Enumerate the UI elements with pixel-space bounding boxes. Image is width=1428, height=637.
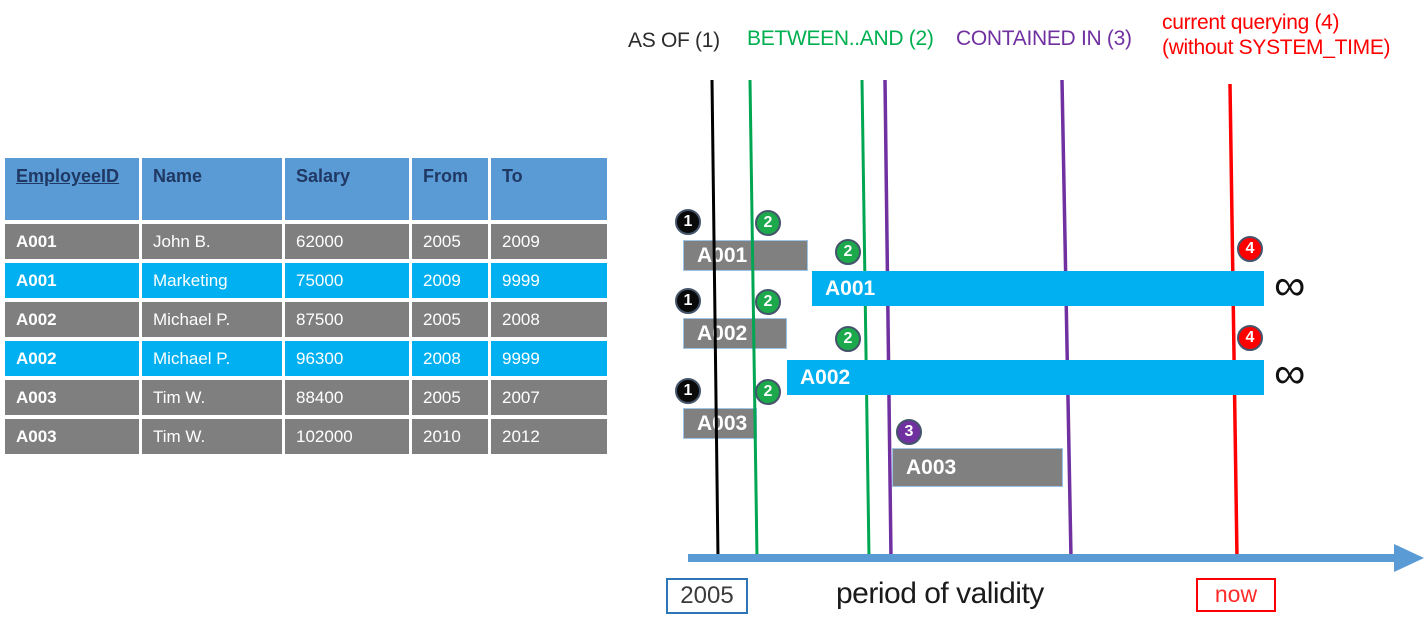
cell-to: 9999: [491, 263, 607, 298]
legend-contained-in: CONTAINED IN (3): [956, 27, 1132, 50]
cell-to: 2007: [491, 380, 607, 415]
cell-name: Tim W.: [142, 380, 282, 415]
table-row: A001 John B. 62000 2005 2009: [5, 224, 607, 259]
column-header-name: Name: [142, 158, 282, 220]
badge-2-icon: 2: [755, 379, 781, 405]
badge-3-icon: 3: [896, 419, 922, 445]
cell-name: Marketing: [142, 263, 282, 298]
bar-label: A003: [697, 411, 748, 435]
badge-4-icon: 4: [1237, 325, 1263, 351]
bar-label: A002: [800, 365, 851, 389]
bar-a002-current: A002: [787, 360, 1264, 395]
table-header-row: EmployeeID Name Salary From To: [5, 158, 607, 220]
column-header-from: From: [412, 158, 488, 220]
now-line: [1228, 83, 1239, 559]
infinity-icon: ∞: [1274, 349, 1306, 398]
bar-a002-history: A002: [683, 318, 787, 349]
table-row-current: A001 Marketing 75000 2009 9999: [5, 263, 607, 298]
cell-from: 2010: [412, 419, 488, 454]
cell-to: 2009: [491, 224, 607, 259]
badge-2-icon: 2: [835, 326, 861, 352]
table-row: A003 Tim W. 102000 2010 2012: [5, 419, 607, 454]
bar-label: A003: [906, 455, 957, 479]
legend-current-querying: current querying (4) (without SYSTEM_TIM…: [1162, 10, 1391, 60]
cell-employeeid: A001: [5, 263, 139, 298]
infinity-icon: ∞: [1274, 261, 1306, 310]
bar-label: A001: [697, 243, 748, 267]
bar-a001-history: A001: [683, 240, 808, 271]
axis-title: period of validity: [836, 577, 1044, 610]
legend-as-of: AS OF (1): [628, 29, 720, 52]
table-row: A003 Tim W. 88400 2005 2007: [5, 380, 607, 415]
table-row-current: A002 Michael P. 96300 2008 9999: [5, 341, 607, 376]
badge-1-icon: 1: [675, 288, 701, 314]
badge-1-icon: 1: [675, 209, 701, 235]
legend-current-querying-line2: (without SYSTEM_TIME): [1162, 36, 1391, 59]
bar-label: A002: [697, 321, 748, 345]
axis-end-label: now: [1196, 578, 1276, 612]
cell-to: 9999: [491, 341, 607, 376]
cell-from: 2005: [412, 224, 488, 259]
column-header-to: To: [491, 158, 607, 220]
axis-start-label: 2005: [666, 578, 748, 614]
legend-current-querying-line1: current querying (4): [1162, 11, 1340, 34]
bar-a001-current: A001: [812, 271, 1264, 306]
bar-a003-contained: A003: [892, 448, 1063, 487]
bar-label: A001: [825, 276, 876, 300]
employee-table: EmployeeID Name Salary From To A001 John…: [2, 154, 610, 458]
cell-name: John B.: [142, 224, 282, 259]
cell-salary: 62000: [285, 224, 409, 259]
contained-start-line: [883, 79, 893, 559]
cell-salary: 75000: [285, 263, 409, 298]
cell-name: Michael P.: [142, 302, 282, 337]
badge-2-icon: 2: [755, 210, 781, 236]
cell-employeeid: A001: [5, 224, 139, 259]
badge-1-icon: 1: [675, 378, 701, 404]
cell-from: 2005: [412, 380, 488, 415]
contained-end-line: [1060, 79, 1073, 559]
time-axis-arrowhead: [1394, 544, 1424, 572]
cell-from: 2005: [412, 302, 488, 337]
cell-from: 2008: [412, 341, 488, 376]
cell-employeeid: A002: [5, 302, 139, 337]
cell-salary: 102000: [285, 419, 409, 454]
cell-name: Michael P.: [142, 341, 282, 376]
cell-salary: 88400: [285, 380, 409, 415]
legend-between-and: BETWEEN..AND (2): [747, 27, 934, 50]
cell-from: 2009: [412, 263, 488, 298]
cell-employeeid: A003: [5, 419, 139, 454]
table-row: A002 Michael P. 87500 2005 2008: [5, 302, 607, 337]
cell-salary: 96300: [285, 341, 409, 376]
badge-2-icon: 2: [755, 289, 781, 315]
column-header-salary: Salary: [285, 158, 409, 220]
cell-employeeid: A002: [5, 341, 139, 376]
cell-to: 2012: [491, 419, 607, 454]
column-header-employeeid: EmployeeID: [5, 158, 139, 220]
badge-2-icon: 2: [835, 239, 861, 265]
cell-to: 2008: [491, 302, 607, 337]
badge-4-icon: 4: [1237, 236, 1263, 262]
between-end-line: [860, 79, 871, 559]
cell-name: Tim W.: [142, 419, 282, 454]
cell-employeeid: A003: [5, 380, 139, 415]
bar-a003-history: A003: [683, 408, 757, 439]
cell-salary: 87500: [285, 302, 409, 337]
